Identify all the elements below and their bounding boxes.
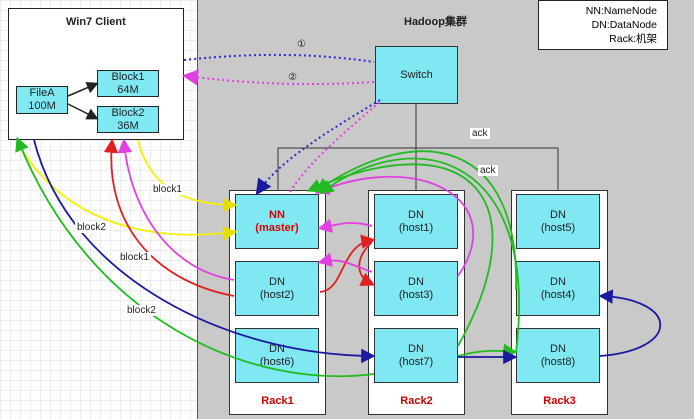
magenta-host3-nn — [314, 175, 474, 277]
block2-node: Block2 36M — [97, 106, 159, 133]
legend-box: NN:NameNode DN:DataNode Rack:机架 — [538, 0, 668, 50]
green-block2-host7 — [15, 136, 375, 378]
red-block1-edge — [103, 138, 235, 297]
red-host1-host3 — [358, 241, 376, 286]
magenta-host3-host2 — [317, 252, 373, 273]
file-to-block2-edge — [67, 103, 99, 120]
block2-size: 36M — [117, 119, 139, 132]
legend-nn: NN:NameNode — [585, 5, 657, 17]
host4-type: DN — [550, 275, 566, 288]
step1-label: ① — [297, 39, 306, 50]
blue-block2-host7 — [33, 139, 376, 364]
nn-type: NN — [269, 208, 285, 221]
red-host2-host1 — [319, 234, 376, 293]
host2-host: (host2) — [259, 288, 295, 301]
file-to-block1-edge — [67, 82, 99, 97]
step1-dotted-edge — [183, 53, 375, 63]
green-host4-nn — [315, 150, 517, 291]
namenode-master: NN (master) — [235, 194, 319, 249]
file-size: 100M — [28, 100, 56, 112]
ack-label-2: ack — [478, 165, 498, 176]
client-title: Win7 Client — [66, 16, 126, 28]
host5-host: (host5) — [540, 221, 576, 234]
host6-host: (host6) — [259, 355, 295, 368]
host3-type: DN — [408, 275, 424, 288]
rack3-label: Rack3 — [543, 395, 576, 407]
host1-type: DN — [408, 208, 424, 221]
block2-label-yellow: block2 — [75, 222, 108, 233]
switch-label: Switch — [400, 68, 433, 81]
host1-host: (host1) — [398, 221, 434, 234]
host8-type: DN — [550, 342, 566, 355]
green-host7-host8 — [457, 343, 518, 359]
host5-type: DN — [550, 208, 566, 221]
host7-host: (host7) — [398, 355, 434, 368]
ack-label-1: ack — [470, 128, 490, 139]
blue-host8-host4 — [598, 289, 661, 357]
magenta-host1-nn — [317, 218, 373, 233]
green-host7-nn — [306, 163, 494, 347]
legend-dn: DN:DataNode — [591, 19, 657, 31]
legend-rack: Rack:机架 — [609, 33, 657, 45]
cluster-title: Hadoop集群 — [404, 16, 467, 28]
host8-host: (host8) — [540, 355, 576, 368]
block1-label-red: block1 — [118, 252, 151, 263]
datanode-host7: DN (host7) — [374, 328, 458, 383]
yellow-block2-edge — [21, 149, 238, 241]
block2-name: Block2 — [111, 106, 145, 119]
datanode-host5: DN (host5) — [516, 194, 600, 249]
block1-name: Block1 — [111, 70, 145, 83]
datanode-host1: DN (host1) — [374, 194, 458, 249]
datanode-host8: DN (host8) — [516, 328, 600, 383]
yellow-block1-edge — [137, 139, 238, 213]
rack1-label: Rack1 — [261, 395, 294, 407]
step1-dotted-down — [255, 99, 381, 196]
magenta-host2-block1 — [117, 138, 235, 281]
file-name: FileA — [29, 87, 55, 99]
switch-tree-edges — [277, 104, 559, 190]
green-host8-nn — [319, 157, 520, 353]
switch-node: Switch — [375, 46, 458, 104]
host7-type: DN — [408, 342, 424, 355]
file-a-node: FileA 100M — [16, 86, 68, 114]
block1-size: 64M — [117, 83, 139, 96]
datanode-host4: DN (host4) — [516, 261, 600, 316]
host2-type: DN — [269, 275, 285, 288]
host4-host: (host4) — [540, 288, 576, 301]
nn-host: (master) — [255, 221, 299, 234]
datanode-host3: DN (host3) — [374, 261, 458, 316]
step2-dotted-edge — [182, 69, 375, 86]
host3-host: (host3) — [398, 288, 434, 301]
block2-label-blue: block2 — [125, 305, 158, 316]
step2-dotted-up — [289, 99, 383, 193]
datanode-host2: DN (host2) — [235, 261, 319, 316]
block1-node: Block1 64M — [97, 70, 159, 97]
block1-label-yellow: block1 — [151, 184, 184, 195]
step2-label: ② — [288, 72, 297, 83]
rack2-label: Rack2 — [400, 395, 433, 407]
